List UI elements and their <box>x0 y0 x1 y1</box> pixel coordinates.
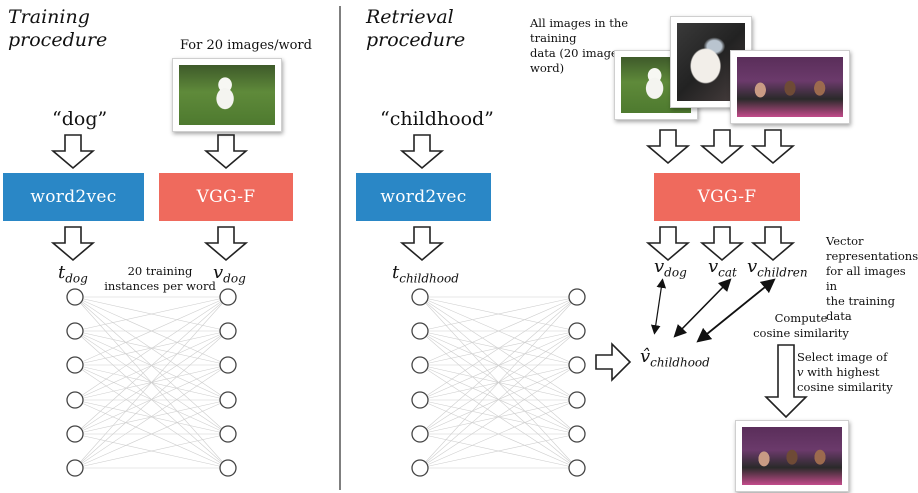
training-net-input-node <box>66 288 84 306</box>
training-net-input-node <box>66 356 84 374</box>
training-net-connection <box>74 399 229 469</box>
retrieval-net-connection <box>419 364 578 469</box>
retrieval-title: Retrieval procedure <box>366 6 466 51</box>
retrieval-net-output-node <box>568 425 586 443</box>
t-childhood-label: tchildhood <box>392 262 459 286</box>
network-connections-training <box>74 296 229 469</box>
arrow-vgg-to-v <box>203 226 249 262</box>
training-image-caption: For 20 images/word <box>180 38 312 53</box>
training-net-input-node <box>66 459 84 477</box>
training-net-connection <box>74 296 229 401</box>
retrieval-net-input-node <box>411 425 429 443</box>
retrieval-net-connection <box>419 296 578 332</box>
children-photo <box>730 50 850 124</box>
retrieval-word: “childhood” <box>380 108 494 130</box>
t-dog-label: tdog <box>58 262 88 286</box>
retrieval-net-connection <box>419 433 578 469</box>
result-children-photo <box>735 420 849 492</box>
training-net-connection <box>74 399 229 435</box>
flow-arrows <box>50 129 808 419</box>
compute-cosine-note: Compute cosine similarity <box>753 311 849 340</box>
retrieval-net-output-node <box>568 288 586 306</box>
network-nodes-retrieval <box>411 288 586 477</box>
training-net-input-node <box>66 391 84 409</box>
arrow-image-to-vgg <box>203 134 249 170</box>
retrieval-net-connection <box>419 399 578 469</box>
retrieval-net-connection <box>419 330 578 469</box>
similarity-arrow-cat <box>673 278 732 338</box>
arrow-vgg-to-v-dog <box>645 226 691 262</box>
retrieval-net-connection <box>419 296 578 469</box>
training-net-connection <box>74 364 229 469</box>
network-connections-retrieval <box>419 296 578 469</box>
v-cat-label: vcat <box>708 256 737 280</box>
training-title: Training procedure <box>8 6 108 51</box>
training-net-connection <box>74 433 229 469</box>
arrow-select-image <box>764 344 808 419</box>
retrieval-net-connection <box>419 296 578 366</box>
training-net-output-node <box>219 459 237 477</box>
training-word: “dog” <box>52 108 108 130</box>
vgg-box-retrieval: VGG-F <box>654 173 800 221</box>
retrieval-net-connection <box>419 296 578 435</box>
retrieval-net-input-node <box>411 391 429 409</box>
retrieval-net-output-node <box>568 391 586 409</box>
dog-photo <box>172 58 282 132</box>
v-hat-childhood-label: v̂childhood <box>640 346 710 370</box>
retrieval-net-input-node <box>411 356 429 374</box>
arrow-word-to-word2vec <box>50 134 96 170</box>
word2vec-box-retrieval: word2vec <box>356 173 491 221</box>
retrieval-net-output-node <box>568 459 586 477</box>
vector-representations-note: Vector representations for all images in… <box>826 234 918 323</box>
similarity-arrow-children <box>696 278 776 343</box>
retrieval-net-connection <box>419 330 578 366</box>
training-net-output-node <box>219 322 237 340</box>
training-net-output-node <box>219 288 237 306</box>
training-net-connection <box>74 296 229 435</box>
retrieval-net-output-node <box>568 356 586 374</box>
network-nodes-training <box>66 288 237 477</box>
vgg-box-training: VGG-F <box>159 173 293 221</box>
training-net-connection <box>74 296 229 469</box>
training-net-output-node <box>219 356 237 374</box>
training-net-connection <box>74 296 229 366</box>
arrow-dog-image-to-vgg <box>645 129 691 165</box>
retrieval-net-output-node <box>568 322 586 340</box>
training-net-input-node <box>66 322 84 340</box>
v-dog-label-retrieval: vdog <box>654 256 687 280</box>
word2vec-box-training: word2vec <box>3 173 144 221</box>
arrow-vgg-to-v-children <box>750 226 796 262</box>
retrieval-net-input-node <box>411 459 429 477</box>
retrieval-net-input-node <box>411 288 429 306</box>
arrow-childhood-to-word2vec <box>399 134 445 170</box>
training-net-connection <box>74 296 229 332</box>
retrieval-net-connection <box>419 399 578 435</box>
training-net-output-node <box>219 391 237 409</box>
training-net-output-node <box>219 425 237 443</box>
retrieval-net-connection <box>419 296 578 401</box>
select-image-note: Select image of v with highest cosine si… <box>797 350 893 394</box>
training-instances-note: 20 training instances per word <box>104 264 216 293</box>
training-net-connection <box>74 330 229 469</box>
v-children-label: vchildren <box>747 256 808 280</box>
arrow-network-to-vhat <box>595 342 632 382</box>
arrow-word2vec-to-t-retrieval <box>399 226 445 262</box>
arrow-vgg-to-v-cat <box>699 226 745 262</box>
arrow-cat-image-to-vgg <box>699 129 745 165</box>
arrow-word2vec-to-t <box>50 226 96 262</box>
similarity-arrow-dog <box>650 278 667 335</box>
retrieval-net-input-node <box>411 322 429 340</box>
training-net-connection <box>74 330 229 366</box>
v-dog-label-training: vdog <box>213 262 246 286</box>
arrow-children-image-to-vgg <box>750 129 796 165</box>
training-net-input-node <box>66 425 84 443</box>
